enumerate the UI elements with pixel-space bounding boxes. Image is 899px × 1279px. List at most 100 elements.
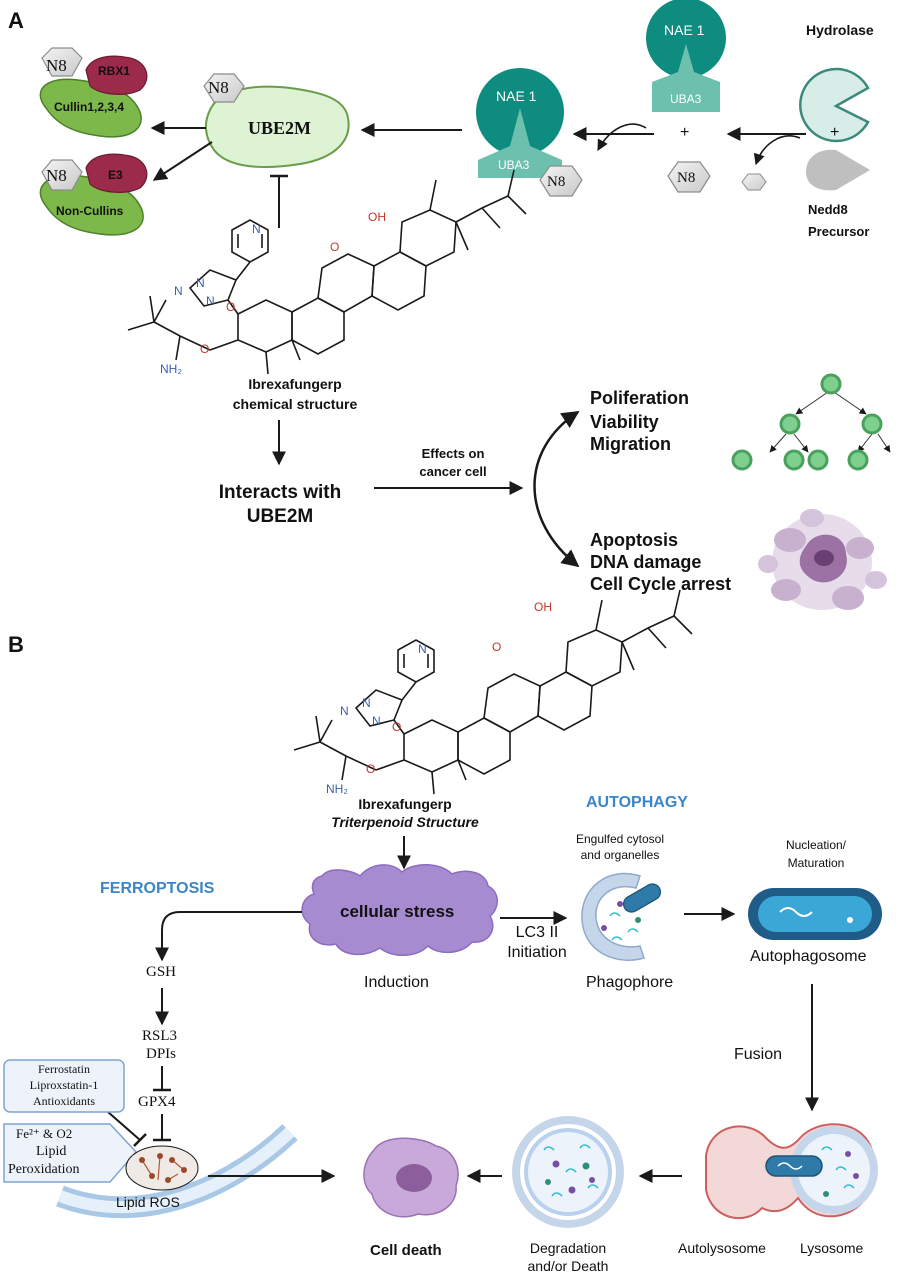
cellular-stress-label: cellular stress bbox=[340, 902, 455, 921]
nedd8-precursor-shape bbox=[806, 149, 870, 191]
non-cullins-label: Non-Cullins bbox=[56, 204, 124, 218]
nae1-uba3-n8-complex bbox=[476, 68, 583, 197]
gpx4-label: GPX4 bbox=[138, 1094, 176, 1110]
lipid-label: Lipid bbox=[36, 1144, 67, 1159]
chem-structure-b bbox=[293, 589, 693, 795]
chem-a-n-triazole-3: N bbox=[206, 294, 215, 308]
ube2m-shape bbox=[204, 85, 350, 169]
interacts-line-1: Interacts with bbox=[218, 482, 342, 503]
free-n8-hex bbox=[667, 161, 711, 193]
engulfed-line-1: Engulfed cytosol bbox=[575, 832, 665, 846]
curved-effects-arrow bbox=[533, 410, 580, 568]
lipid-ros-label: Lipid ROS bbox=[116, 1194, 180, 1210]
ube2m-label: UBE2M bbox=[248, 118, 311, 138]
autolysosome-icon bbox=[705, 1123, 878, 1220]
chem-a-n-triazole-1: N bbox=[196, 276, 205, 290]
hydrolase-shape bbox=[799, 67, 870, 143]
panel-a-label: A bbox=[8, 8, 24, 33]
drug-name-b: Ibrexafungerp bbox=[358, 796, 452, 812]
non-cullin-complex bbox=[39, 153, 148, 236]
cell-death-label: Cell death bbox=[370, 1242, 442, 1259]
chem-b-n-triazole-3: N bbox=[372, 714, 381, 728]
effect-viability: Viability bbox=[590, 412, 659, 432]
inhibitor-liproxstatin: Liproxstatin-1 bbox=[29, 1078, 99, 1092]
nae1-label-complex: NAE 1 bbox=[496, 88, 537, 104]
uba3-label-complex: UBA3 bbox=[498, 158, 530, 172]
chem-b-oh: OH bbox=[534, 600, 552, 614]
chem-b-o-ether: O bbox=[366, 762, 376, 776]
chem-a-n-pyridine: N bbox=[252, 222, 261, 236]
drug-subtitle-a: chemical structure bbox=[232, 396, 358, 412]
cellular-stress-shape bbox=[301, 864, 498, 956]
rbx1-label: RBX1 bbox=[98, 64, 131, 78]
effects-line-2: cancer cell bbox=[419, 464, 487, 479]
initiation-label: Initiation bbox=[507, 944, 567, 961]
fragment-hex bbox=[741, 173, 767, 191]
uba3-label-top: UBA3 bbox=[670, 92, 702, 106]
chem-b-n-triazole-2: N bbox=[340, 704, 349, 718]
chem-b-n-pyridine: N bbox=[418, 642, 427, 656]
chem-b-o-carbonyl: O bbox=[492, 640, 502, 654]
inhibit-antioxidants bbox=[107, 1111, 141, 1141]
chem-b-o-ring: O bbox=[392, 720, 402, 734]
inhibitors-box bbox=[3, 1059, 125, 1113]
interacts-line-2: UBE2M bbox=[246, 506, 314, 527]
effect-cell-cycle-arrest: Cell Cycle arrest bbox=[590, 574, 732, 594]
lipid-ros-icon bbox=[125, 1145, 199, 1191]
hydrolase-label: Hydrolase bbox=[806, 22, 874, 38]
nedd8-label: Nedd8 bbox=[808, 202, 848, 217]
chem-a-o-ring: O bbox=[226, 300, 236, 314]
e3-label: E3 bbox=[108, 168, 123, 182]
chem-a-nh2: NH₂ bbox=[160, 362, 182, 376]
inhibitor-ferrostatin: Ferrostatin bbox=[38, 1062, 90, 1076]
precursor-label: Precursor bbox=[808, 224, 870, 239]
chem-a-o-carbonyl: O bbox=[330, 240, 340, 254]
gsh-label: GSH bbox=[146, 964, 177, 980]
nucleation-line-1: Nucleation/ bbox=[785, 838, 847, 852]
plus-sign-2: + bbox=[830, 124, 840, 141]
rsl3-label: RSL3 bbox=[142, 1028, 178, 1044]
chem-a-n-triazole-2: N bbox=[174, 284, 183, 298]
effect-dna-damage: DNA damage bbox=[590, 552, 702, 572]
plus-sign-1: + bbox=[680, 124, 690, 141]
n8-label-free: N8 bbox=[677, 170, 696, 186]
dead-cell-icon bbox=[363, 1137, 459, 1218]
nae1-uba3-complex bbox=[646, 0, 726, 112]
autophagy-heading: AUTOPHAGY bbox=[586, 794, 688, 811]
phagophore-icon bbox=[581, 872, 662, 961]
nucleation-line-2: Maturation bbox=[787, 856, 845, 870]
degradation-line-1: Degradation bbox=[529, 1240, 607, 1256]
nae1-label-top: NAE 1 bbox=[664, 22, 705, 38]
lysosome-label: Lysosome bbox=[800, 1240, 864, 1256]
arrow-to-gsh bbox=[155, 911, 302, 962]
panel-b-label: B bbox=[8, 632, 24, 657]
phagophore-label: Phagophore bbox=[586, 974, 674, 991]
fe-pentagon bbox=[3, 1123, 138, 1183]
arrow-to-non-cullin bbox=[152, 141, 213, 181]
drug-name-a: Ibrexafungerp bbox=[248, 376, 342, 392]
degradation-vesicle-icon bbox=[512, 1116, 624, 1228]
effect-migration: Migration bbox=[590, 434, 671, 454]
n8-label-cullin: N8 bbox=[46, 56, 67, 75]
apoptosis-cluster-icon bbox=[758, 509, 887, 610]
chem-b-n-triazole-1: N bbox=[362, 696, 371, 710]
degradation-line-2: and/or Death bbox=[527, 1258, 609, 1274]
autophagosome-icon bbox=[748, 888, 882, 940]
drug-subtitle-b: Triterpenoid Structure bbox=[331, 814, 479, 830]
engulfed-line-2: and organelles bbox=[580, 848, 660, 862]
inhibitor-antioxidants: Antioxidants bbox=[33, 1094, 95, 1108]
chem-structure-a bbox=[127, 169, 527, 375]
induction-label: Induction bbox=[364, 974, 429, 991]
chem-a-oh: OH bbox=[368, 210, 386, 224]
cullin-label: Cullin1,2,3,4 bbox=[54, 100, 125, 114]
proliferation-tree-icon bbox=[731, 373, 891, 471]
ube2m-n8-hex bbox=[203, 73, 245, 103]
ferroptosis-heading: FERROPTOSIS bbox=[100, 880, 215, 897]
effects-line-1: Effects on bbox=[421, 446, 485, 461]
cullin-complex bbox=[39, 47, 148, 138]
chem-b-nh2: NH₂ bbox=[326, 782, 348, 796]
chem-a-o-ether: O bbox=[200, 342, 210, 356]
effect-proliferation: Poliferation bbox=[590, 388, 690, 408]
n8-label-noncullin: N8 bbox=[46, 166, 67, 185]
